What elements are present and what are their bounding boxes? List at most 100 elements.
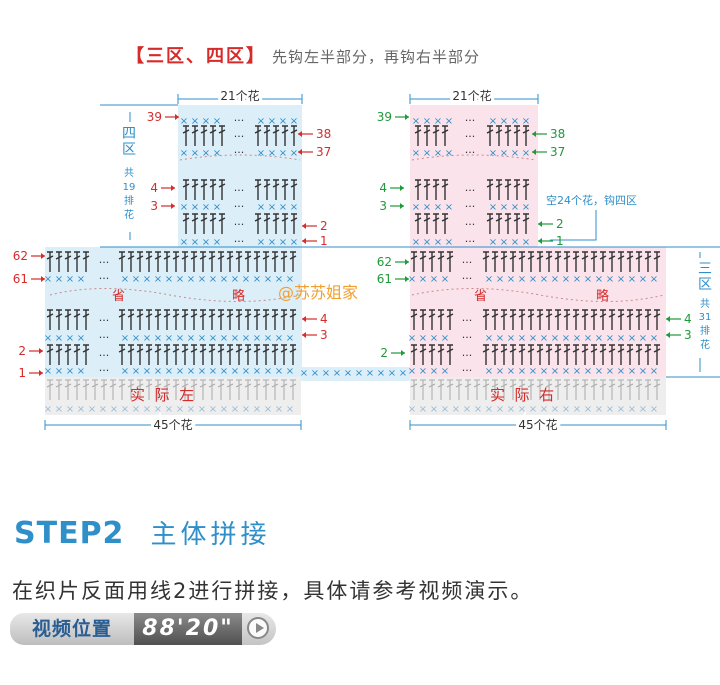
tall-stitch <box>218 213 226 234</box>
ellipsis: ··· <box>465 184 476 197</box>
chain-stitch: × <box>617 274 625 285</box>
tall-stitch <box>55 379 63 400</box>
chain-stitch: × <box>445 202 453 213</box>
tall-stitch <box>181 379 189 400</box>
chain-stitch: × <box>187 366 195 377</box>
chain-stitch: × <box>279 202 287 213</box>
tall-stitch <box>262 344 270 365</box>
tall-stitch <box>626 379 634 400</box>
row-arrowhead <box>666 332 670 338</box>
chain-stitch: × <box>507 366 515 377</box>
tall-stitch <box>244 379 252 400</box>
tall-stitch <box>200 179 208 200</box>
ellipsis: ··· <box>462 349 473 362</box>
chain-stitch: × <box>529 404 537 415</box>
chain-stitch: × <box>639 404 647 415</box>
chain-stitch: × <box>507 333 515 344</box>
tall-stitch <box>145 344 153 365</box>
chain-stitch: × <box>445 237 453 248</box>
tall-stitch <box>46 309 54 330</box>
ellipsis: ··· <box>462 256 473 269</box>
tall-stitch <box>73 251 81 272</box>
video-position-badge[interactable]: 视频位置 88'20" <box>10 613 276 645</box>
row-arrowhead <box>532 131 536 137</box>
tall-stitch <box>441 125 449 146</box>
play-icon[interactable] <box>242 613 276 645</box>
tall-stitch <box>423 125 431 146</box>
chain-stitch: × <box>412 237 420 248</box>
row-arrowhead <box>401 350 405 356</box>
section-title: 三区、四区 <box>146 46 246 67</box>
chain-stitch: × <box>66 404 74 415</box>
chain-stitch: × <box>423 237 431 248</box>
skip-note-arrow <box>550 210 597 241</box>
tall-stitch <box>437 379 445 400</box>
row-label: 2 <box>556 217 564 231</box>
tall-stitch <box>172 344 180 365</box>
tall-stitch <box>127 251 135 272</box>
chain-stitch: × <box>220 333 228 344</box>
row-label: 62 <box>13 249 28 263</box>
chain-stitch: × <box>77 404 85 415</box>
ellipsis: ··· <box>462 272 473 285</box>
tall-stitch <box>486 179 494 200</box>
tall-stitch <box>428 251 436 272</box>
tall-stitch <box>617 251 625 272</box>
chain-stitch: × <box>496 366 504 377</box>
tall-stitch <box>235 309 243 330</box>
chain-stitch: × <box>584 333 592 344</box>
ellipsis: ··· <box>99 364 110 377</box>
chain-stitch: × <box>264 274 272 285</box>
tall-stitch <box>191 125 199 146</box>
tall-stitch <box>581 309 589 330</box>
tall-stitch <box>446 379 454 400</box>
chain-stitch: × <box>44 404 52 415</box>
row-label: 4 <box>684 312 692 326</box>
tall-stitch <box>208 379 216 400</box>
chain-stitch: × <box>143 333 151 344</box>
row-arrowhead <box>405 114 409 120</box>
chain-stitch: × <box>540 274 548 285</box>
tall-stitch <box>208 251 216 272</box>
chain-stitch: × <box>419 274 427 285</box>
chain-stitch: × <box>198 366 206 377</box>
zone3-note-char: 31 <box>699 312 712 323</box>
chain-stitch: × <box>257 116 265 127</box>
chain-stitch: × <box>264 404 272 415</box>
zone3-note-char: 共 <box>700 298 710 310</box>
row-arrowhead <box>171 185 175 191</box>
tall-stitch <box>518 344 526 365</box>
row-label: 38 <box>550 127 565 141</box>
chain-stitch: × <box>110 404 118 415</box>
chain-stitch: × <box>562 366 570 377</box>
chain-stitch: × <box>518 404 526 415</box>
chain-stitch: × <box>220 274 228 285</box>
chain-stitch: × <box>187 333 195 344</box>
chain-stitch: × <box>650 404 658 415</box>
tall-stitch <box>513 179 521 200</box>
tall-stitch <box>644 344 652 365</box>
left-zone4-bg <box>178 105 302 250</box>
tall-stitch <box>82 379 90 400</box>
row-label: 2 <box>320 219 328 233</box>
chain-stitch: × <box>522 148 530 159</box>
tall-stitch <box>262 309 270 330</box>
tall-stitch <box>226 344 234 365</box>
tall-stitch <box>644 251 652 272</box>
chain-stitch: × <box>279 116 287 127</box>
tall-stitch <box>527 379 535 400</box>
chain-stitch: × <box>430 333 438 344</box>
video-timestamp: 88'20" <box>134 613 242 645</box>
tall-stitch <box>419 251 427 272</box>
chain-stitch: × <box>165 366 173 377</box>
tall-stitch <box>289 344 297 365</box>
tall-stitch <box>190 379 198 400</box>
ellipsis: ··· <box>99 272 110 285</box>
tall-stitch <box>46 251 54 272</box>
chain-stitch: × <box>551 366 559 377</box>
row-label: 62 <box>377 255 392 269</box>
tall-stitch <box>441 213 449 234</box>
ellipsis: ··· <box>465 146 476 159</box>
